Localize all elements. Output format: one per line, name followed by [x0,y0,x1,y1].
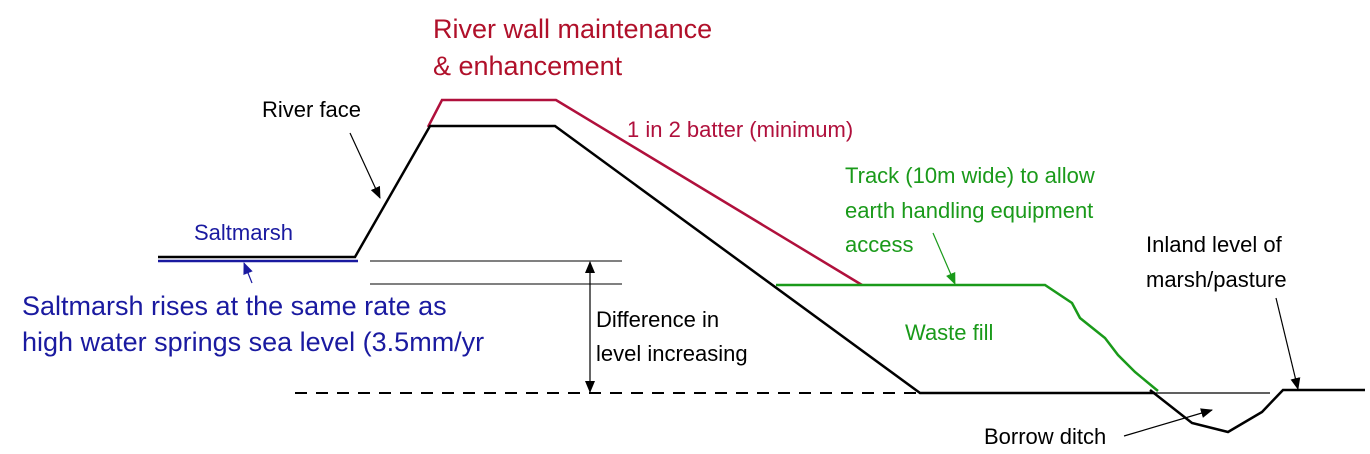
title-line-1: River wall maintenance [433,14,712,44]
borrow-ditch-arrow [1123,408,1213,437]
track-arrow [932,232,956,285]
inland-arrow [1275,297,1301,390]
waste-fill-label: Waste fill [905,320,993,345]
saltmarsh-label: Saltmarsh [194,220,293,245]
inland-label-line-2: marsh/pasture [1146,267,1287,292]
enhanced-wall-profile [426,98,863,287]
saltmarsh-arrow [243,262,253,284]
river-face-arrow [349,132,381,199]
difference-label-line-1: Difference in [596,307,719,332]
saltmarsh-note-line-1: Saltmarsh rises at the same rate as [22,291,447,321]
inland-label-line-1: Inland level of [1146,232,1283,257]
batter-label: 1 in 2 batter (minimum) [627,117,853,142]
track-label-line-1: Track (10m wide) to allow [845,163,1095,188]
saltmarsh-note-line-2: high water springs sea level (3.5mm/yr [22,327,484,357]
track-and-waste-fill-outline [776,283,1159,392]
title-line-2: & enhancement [433,51,623,81]
borrow-ditch-profile [1149,388,1365,434]
existing-wall-profile [158,124,1155,395]
track-label-line-2: earth handling equipment [845,198,1093,223]
difference-label-line-2: level increasing [596,341,748,366]
track-label-line-3: access [845,232,913,257]
borrow-ditch-label: Borrow ditch [984,424,1106,449]
river-face-label: River face [262,97,361,122]
